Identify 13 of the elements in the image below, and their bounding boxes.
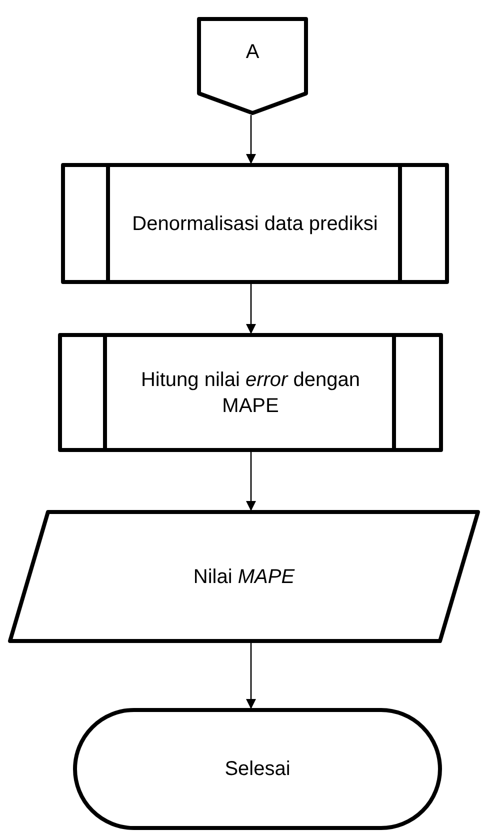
predefined-process-box: [58, 333, 443, 452]
node-label: A: [246, 40, 260, 65]
off-page-connector: [197, 17, 308, 115]
arrow: [246, 115, 256, 164]
node-label: Denormalisasi data prediksi: [132, 212, 378, 236]
data-parallelogram: [8, 510, 480, 643]
arrow: [246, 643, 256, 709]
node-label: Selesai: [224, 757, 290, 782]
node-label: Nilai MAPE: [193, 564, 295, 590]
predefined-process-box: [61, 163, 449, 284]
node-label: Hitung nilai error dengan MAPE: [140, 368, 362, 418]
arrow: [246, 284, 256, 334]
arrow: [246, 452, 256, 511]
